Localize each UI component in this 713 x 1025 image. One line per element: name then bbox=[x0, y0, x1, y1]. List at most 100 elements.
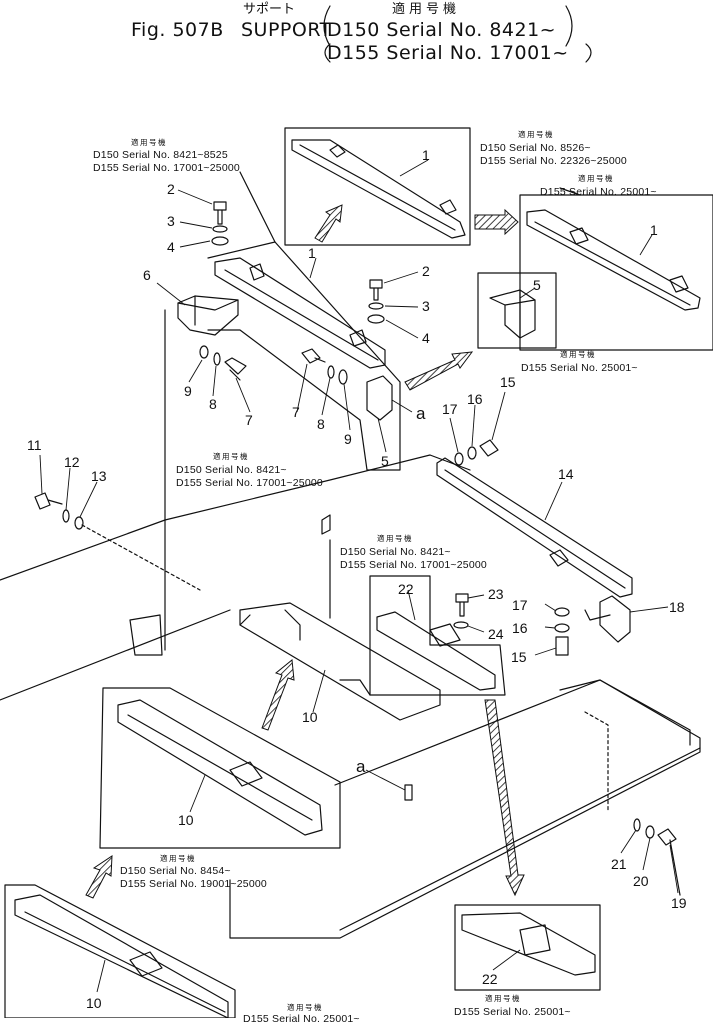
washer-12 bbox=[62, 509, 70, 523]
callout-leader bbox=[39, 454, 43, 495]
bracket-part-5-main bbox=[366, 375, 393, 421]
callout-leader bbox=[544, 626, 556, 629]
note-line: D150 Serial No. 8421~ bbox=[340, 546, 451, 558]
washer-16 bbox=[554, 623, 570, 633]
callout-leader bbox=[179, 221, 213, 229]
callout-5: 5 bbox=[533, 277, 541, 293]
callout-22: 22 bbox=[398, 581, 414, 597]
assembly-frame bbox=[207, 241, 401, 471]
callout-leader bbox=[492, 949, 521, 971]
bar-part-22 bbox=[376, 611, 496, 691]
callout-leader bbox=[620, 829, 637, 854]
bar-edge bbox=[24, 911, 226, 1013]
bar-block bbox=[429, 623, 461, 647]
note-line: D150 Serial No. 8454~ bbox=[120, 865, 231, 877]
callout-leader bbox=[65, 467, 71, 511]
callout-leader bbox=[212, 365, 217, 397]
callout-3: 3 bbox=[422, 298, 430, 314]
bar-block bbox=[129, 951, 163, 977]
callout-2: 2 bbox=[167, 181, 175, 197]
note-line: D155 Serial No. 17001~25000 bbox=[340, 559, 487, 571]
callout-leader bbox=[179, 240, 211, 248]
leader-line bbox=[239, 171, 276, 243]
note-jp: 適用号機 bbox=[287, 1003, 323, 1012]
callout-15: 15 bbox=[500, 374, 516, 390]
washer-13 bbox=[74, 516, 84, 530]
note-line: D155 Serial No. 25001~ bbox=[521, 362, 638, 374]
bar-edge bbox=[299, 144, 456, 231]
callout-leader bbox=[384, 305, 419, 308]
callout-1: 1 bbox=[422, 147, 430, 163]
callout-leader bbox=[519, 287, 536, 299]
callout-8: 8 bbox=[209, 396, 217, 412]
note-line: D150 Serial No. 8526~ bbox=[480, 142, 591, 154]
callout-leader bbox=[383, 271, 419, 284]
callout-leader bbox=[629, 606, 669, 613]
direction-arrow bbox=[261, 659, 295, 731]
callout-leader bbox=[365, 769, 406, 791]
bar-part-14 bbox=[436, 457, 633, 598]
bolt-15 bbox=[479, 439, 499, 457]
callout-leader bbox=[669, 844, 679, 894]
callout-leader bbox=[642, 837, 651, 871]
point-a-mark bbox=[404, 784, 413, 801]
callout-a: a bbox=[416, 404, 426, 423]
bar-edge bbox=[224, 269, 379, 361]
bar-block bbox=[229, 761, 263, 787]
leader-dashed bbox=[584, 711, 609, 811]
bar-part-10-main bbox=[239, 602, 441, 721]
bar-edge bbox=[444, 469, 626, 589]
mount-tab bbox=[321, 514, 331, 535]
floor-plate bbox=[229, 679, 701, 939]
washer-4 bbox=[211, 236, 229, 246]
callout-leader bbox=[471, 404, 476, 447]
note-jp: 適用号機 bbox=[485, 994, 521, 1003]
callout-leader bbox=[399, 159, 429, 177]
direction-arrow bbox=[85, 855, 113, 899]
bar-block bbox=[249, 263, 367, 347]
frame-line bbox=[0, 454, 471, 701]
callout-leader bbox=[639, 234, 653, 256]
washer-16 bbox=[467, 446, 477, 460]
callout-17: 17 bbox=[442, 401, 458, 417]
callout-6: 6 bbox=[143, 267, 151, 283]
note-jp: 適用号機 bbox=[518, 130, 554, 139]
callout-leader bbox=[377, 417, 387, 453]
note-line: D155 Serial No. 25001~ bbox=[454, 1006, 571, 1018]
callout-20: 20 bbox=[633, 873, 649, 889]
inset-frame-top bbox=[284, 127, 471, 246]
header-serial-d155: D155 Serial No. 17001~ bbox=[327, 42, 569, 64]
direction-arrow bbox=[314, 204, 343, 243]
figure-number: Fig. 507B bbox=[131, 19, 224, 41]
bracket-part-18 bbox=[599, 595, 631, 643]
washer-17 bbox=[454, 452, 464, 466]
header-paren-left bbox=[324, 43, 331, 63]
bracket-part-5 bbox=[489, 289, 536, 339]
leader-dashed bbox=[81, 524, 201, 591]
washer-24 bbox=[453, 621, 469, 629]
washer-3 bbox=[212, 225, 228, 233]
washer-8 bbox=[213, 352, 221, 366]
callout-22: 22 bbox=[482, 971, 498, 987]
callout-leader bbox=[235, 377, 251, 413]
callout-leader bbox=[79, 481, 98, 518]
callout-leader bbox=[96, 959, 106, 993]
washer-21 bbox=[633, 818, 641, 832]
callout-leader bbox=[467, 625, 485, 633]
inset-frame-bottom-right bbox=[454, 904, 601, 991]
washer-17 bbox=[554, 607, 570, 617]
callout-16: 16 bbox=[512, 620, 528, 636]
bar-edge bbox=[127, 714, 313, 821]
callout-leader bbox=[188, 359, 203, 383]
washer-20 bbox=[645, 825, 655, 839]
bar-part-10-detail bbox=[239, 609, 371, 696]
header-paren-left bbox=[323, 5, 331, 47]
note-jp: 適用号機 bbox=[377, 534, 413, 543]
bolt-2 bbox=[369, 279, 383, 301]
callout-leader bbox=[189, 774, 206, 813]
inset-frame-part22 bbox=[369, 575, 506, 696]
bolt-11 bbox=[34, 492, 63, 510]
callout-7: 7 bbox=[245, 412, 253, 428]
mount-plate bbox=[129, 614, 163, 656]
